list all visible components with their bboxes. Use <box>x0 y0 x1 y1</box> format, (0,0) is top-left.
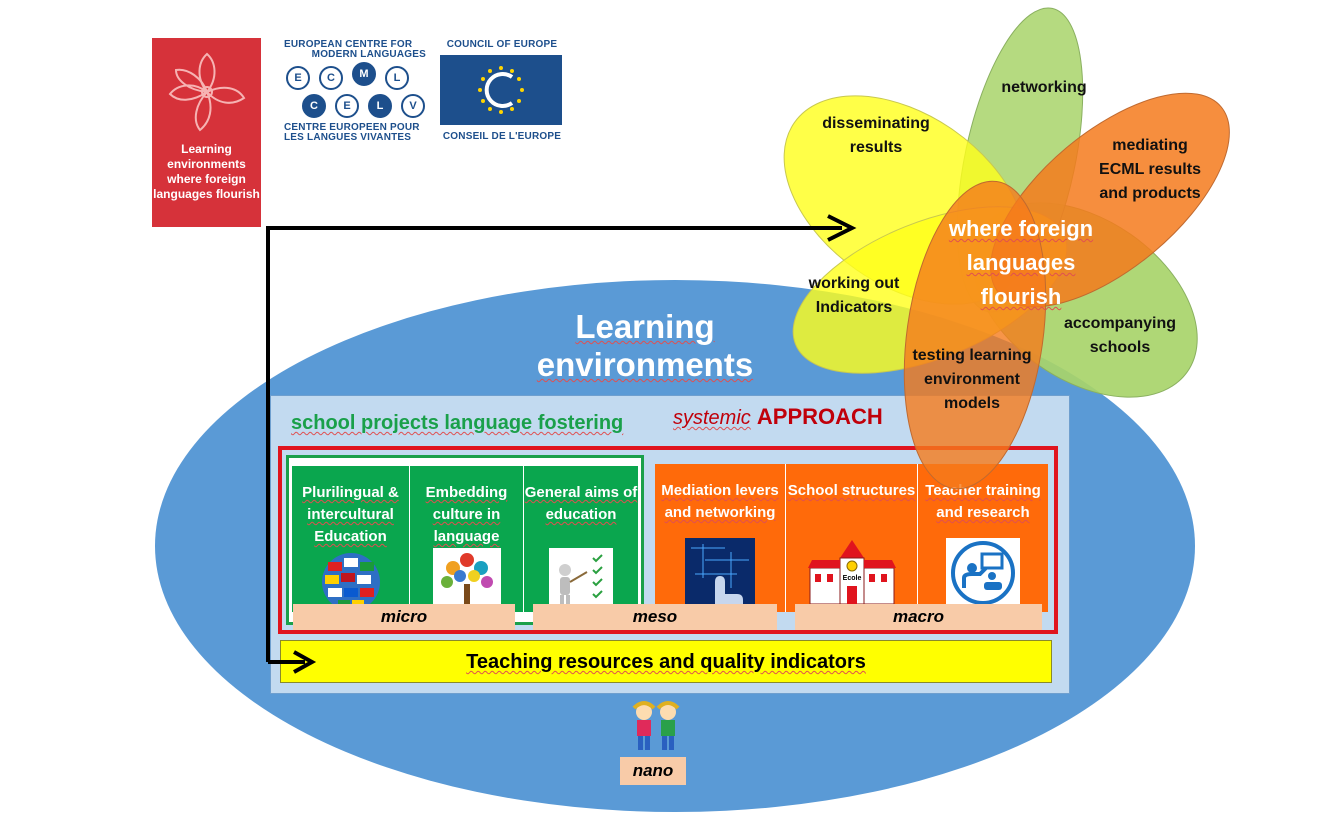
petal-text-networking: networking <box>1001 79 1087 96</box>
level-macro: macro <box>795 604 1042 630</box>
school-sign-text: Ecole <box>842 575 861 582</box>
ecml-letter-l: L <box>385 66 409 90</box>
petal-text-working: working out Indicators <box>808 275 900 316</box>
petal-text-testing: testing learning environment models <box>912 347 1032 412</box>
card-school-structures-label: School structures <box>787 482 916 499</box>
coe-logo: COUNCIL OF EUROPE CONSEIL DE L'EUROPE <box>438 40 566 144</box>
card-mediation: Mediation levers and networking <box>655 464 786 612</box>
card-general-aims-label: General aims of education <box>524 484 638 523</box>
lef-logo: Learning environments where foreign lang… <box>152 38 261 227</box>
card-embedding-culture: Embedding culture in language <box>410 466 524 612</box>
ecml-letter-l2: L <box>368 94 392 118</box>
teacher-icon <box>946 538 1020 608</box>
petal-text-accompanying: accompanying schools <box>1063 315 1177 356</box>
checklist-icon <box>549 548 613 612</box>
petal-testing <box>903 180 1047 490</box>
ecml-letter-c2: C <box>302 94 326 118</box>
teaching-resources-bar: Teaching resources and quality indicator… <box>280 640 1052 683</box>
flower-center-text: where foreign languages flourish <box>948 216 1094 309</box>
arrowhead-flower <box>827 214 857 242</box>
flower-logo-icon <box>168 52 246 132</box>
card-plurilingual-label: Plurilingual & intercultural Education <box>302 484 399 545</box>
ecml-letter-v: V <box>401 94 425 118</box>
card-mediation-label: Mediation levers and networking <box>661 482 779 521</box>
eu-stars-icon <box>478 66 524 114</box>
children-icon <box>626 700 686 756</box>
ecml-line2: MODERN LANGUAGES <box>311 49 426 60</box>
ecml-logo: EUROPEAN CENTRE FOR MODERN LANGUAGES E C… <box>284 40 426 144</box>
arrow-to-flower <box>266 226 842 662</box>
card-school-structures: School structures Ecole <box>786 464 918 612</box>
tree-icon <box>432 548 501 612</box>
systemic-approach-frame <box>278 446 1058 634</box>
ecml-letter-m: M <box>352 62 376 86</box>
learning-environments-title: Learning environments <box>536 308 754 383</box>
petal-text-mediating: mediating ECML results and products <box>1099 137 1201 202</box>
lef-logo-text: Learning environments where foreign lang… <box>153 142 260 201</box>
coe-flag <box>440 55 562 125</box>
ecml-line3: CENTRE EUROPEEN POUR <box>284 122 420 133</box>
coe-bottom-text: CONSEIL DE L'EUROPE <box>442 131 562 142</box>
petal-text-disseminating: disseminating results <box>822 115 930 156</box>
card-embedding-culture-label: Embedding culture in language <box>425 484 508 545</box>
ecml-letter-e2: E <box>335 94 359 118</box>
ecml-letter-c: C <box>319 66 343 90</box>
approach-word: APPROACH <box>756 404 883 429</box>
ecml-line1: EUROPEAN CENTRE FOR <box>284 39 413 50</box>
school-building-icon: Ecole <box>806 536 898 606</box>
flower-diagram <box>783 7 1230 490</box>
teaching-resources-label: Teaching resources and quality indicator… <box>466 651 866 673</box>
systemic-word: systemic <box>673 407 751 429</box>
coe-top-text: COUNCIL OF EUROPE <box>446 39 558 50</box>
systemic-approach-label: systemic APPROACH <box>673 404 883 430</box>
level-nano: nano <box>620 757 686 785</box>
card-general-aims: General aims of education <box>524 466 638 612</box>
school-projects-label: school projects language fostering <box>291 412 624 434</box>
touchscreen-icon <box>685 538 755 610</box>
ecml-letter-e: E <box>286 66 310 90</box>
card-teacher-training: Teacher training and research <box>918 464 1048 612</box>
arrowhead-teaching <box>293 650 317 674</box>
globe-flags-icon <box>320 548 382 612</box>
card-plurilingual: Plurilingual & intercultural Education <box>292 466 410 612</box>
level-micro: micro <box>293 604 515 630</box>
ecml-line4: LES LANGUES VIVANTES <box>284 132 412 143</box>
level-meso: meso <box>533 604 777 630</box>
